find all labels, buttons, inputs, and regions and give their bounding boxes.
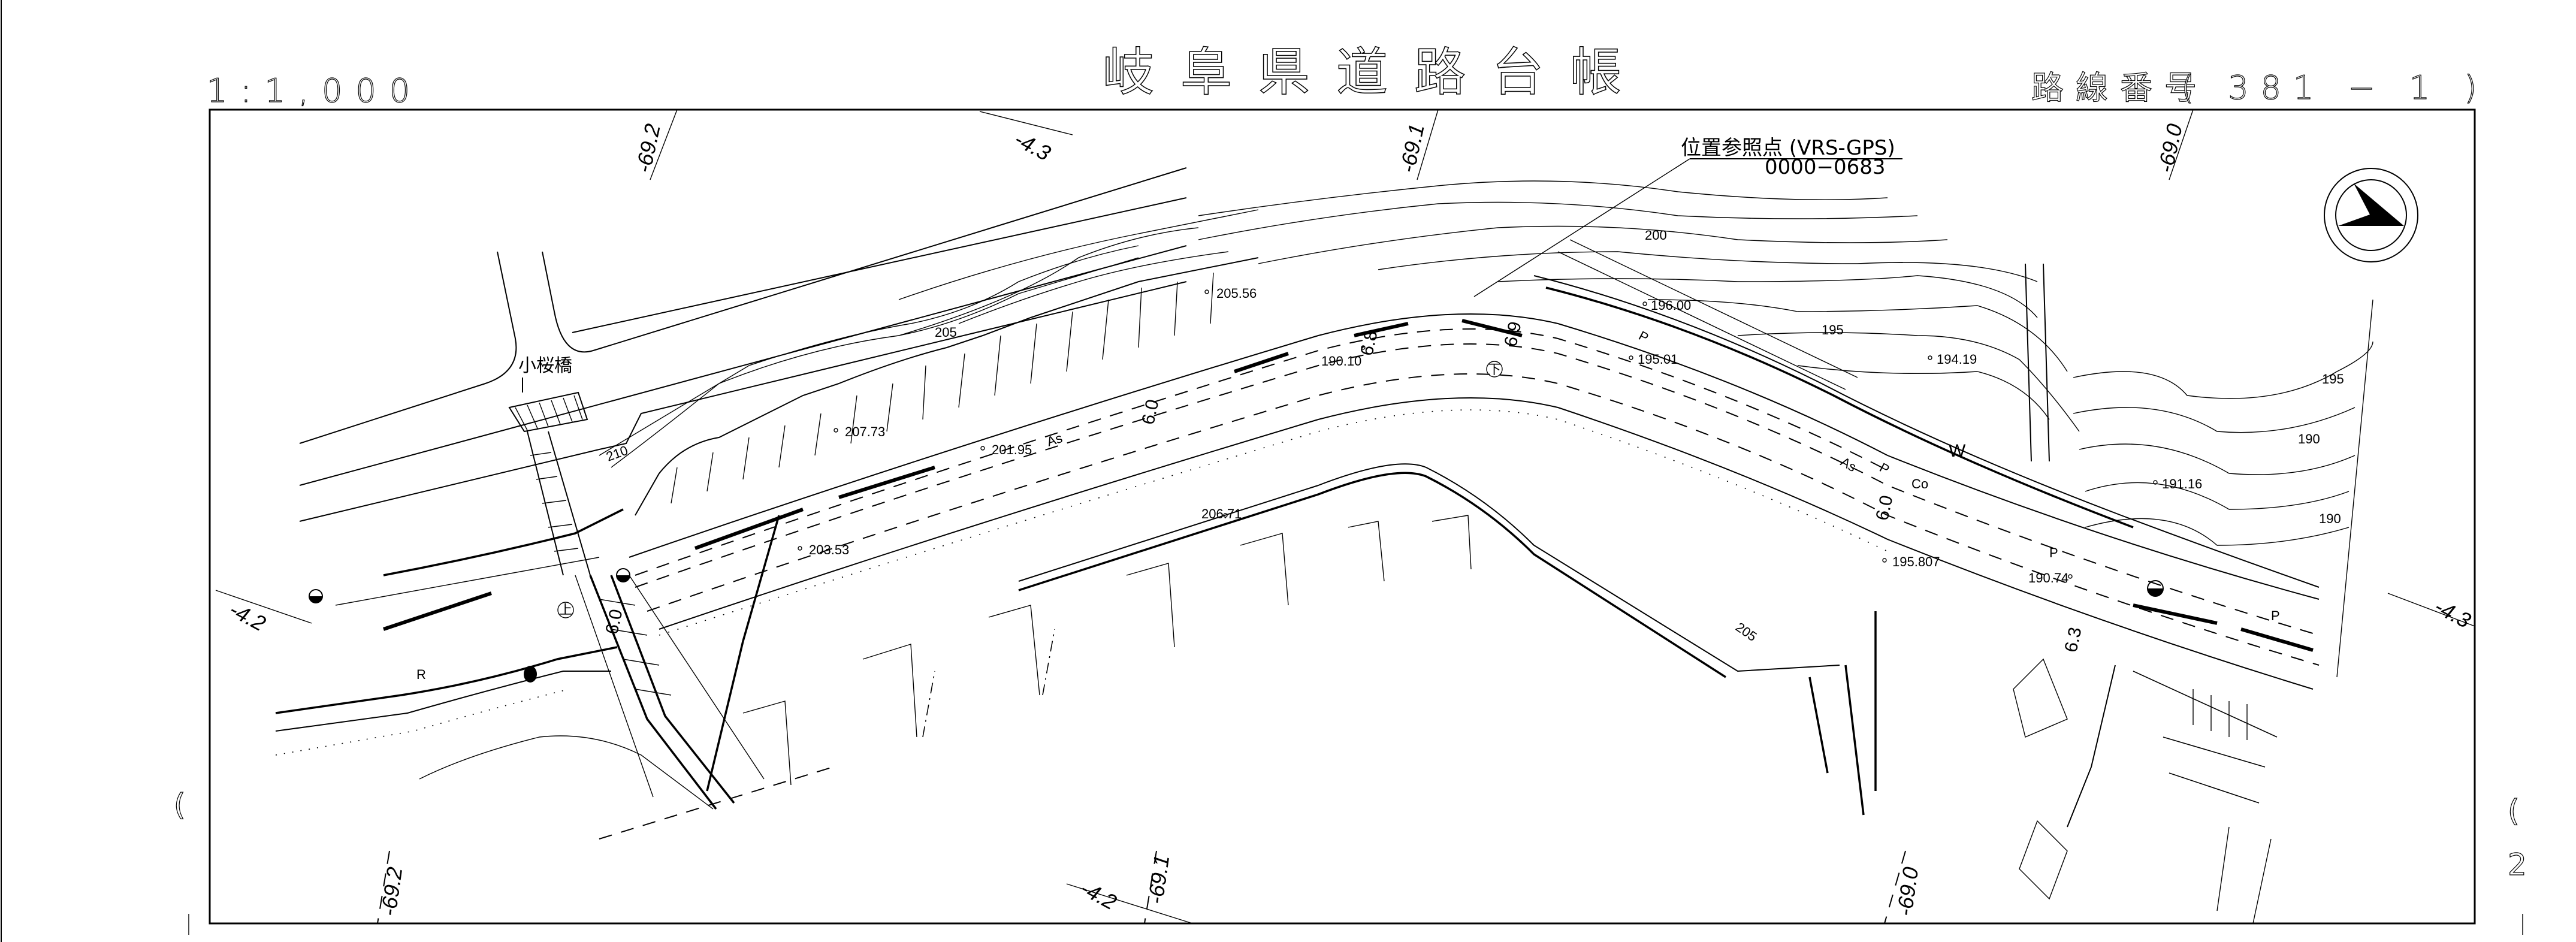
margin-mark-left: ( [174,787,186,822]
route-number-label: 路線番号 [2031,69,2209,107]
surface-code-r: R [416,667,426,682]
ditch-line [706,515,780,792]
down-mark-icon: 下 [1486,361,1503,378]
surface-code-as: As [1838,454,1859,475]
road-width-1: 6.0 [1138,398,1163,427]
up-mark-icon: 上 [557,602,574,618]
contour-label-195: 195 [1822,322,1844,337]
station-bottom-4: -69.0 [1892,865,1923,917]
slope-left [635,257,1259,516]
station-top-3: -69.1 [1395,122,1429,175]
right-lower-structures [2067,665,2278,924]
map-title: 岐阜県道路台帳 [1103,43,1648,102]
spot-heights: 205.56 207.73 201.95 190.10 196.00 195.0… [798,286,2202,585]
spot-height: 191.16 [2162,476,2202,491]
station-lines [215,109,2475,924]
spot-height: 194.19 [1937,352,1977,367]
manhole-icon [2147,580,2164,597]
up-mark-label: 上 [559,602,572,617]
bridge-name: 小桜橋 [518,356,572,376]
spot-height: 190.74 [2028,570,2068,585]
down-mark-label: 下 [1488,362,1501,377]
buildings [742,515,2068,900]
station-top-1: -69.2 [631,122,665,175]
station-bottom-1: -69.2 [376,865,407,917]
spot-height: 201.95 [992,442,1032,457]
surface-code-p: P [1877,460,1892,477]
margin-number-right: 2 [2508,847,2527,882]
reference-point-label: 位置参照点 (VRS-GPS) [1681,136,1895,160]
contour-label-210: 210 [604,443,630,464]
reference-point-code: 0000−0683 [1765,155,1886,179]
offset-left: -4.2 [225,597,270,636]
contours-upper [599,180,2373,678]
surface-code-p: P [2049,545,2058,560]
spot-height: 207.73 [845,424,885,439]
spot-height: 195.01 [1638,352,1678,367]
station-bottom-3: -69.1 [1143,853,1174,905]
surface-code-co: Co [1911,476,1928,491]
tree-icon [524,666,537,683]
main-road [383,239,2320,690]
contour-label-205b: 205 [1733,620,1759,645]
upper-access-road [299,167,1187,522]
margin-mark-right: ( [2508,793,2520,828]
surface-code-p: P [2271,608,2280,623]
scale-label: 1:1,000 [207,72,423,110]
contour-label-190b: 190 [2319,511,2341,526]
spot-height: 196.00 [1651,298,1691,313]
surface-code-p: P [1636,328,1651,345]
station-top-2: -4.3 [1010,126,1055,165]
surface-code-w: W [1949,441,1966,461]
manhole-icon [616,568,630,582]
left-lower-road [275,508,833,840]
road-width-5: 6.3 [2061,626,2086,654]
spot-height: 206.71 [1201,506,1242,521]
spot-height: 195.807 [1892,554,1940,569]
surface-code-as: As [1045,430,1064,449]
bridge-koshakura: 小桜橋 [508,356,765,810]
spot-height: 203.53 [809,542,849,557]
station-top-4: -69.0 [2153,122,2187,175]
leader-line [1473,158,1690,297]
retaining-wall-south [1018,463,1877,816]
manhole-icon [309,589,323,603]
offset-right: -4.3 [2430,594,2475,633]
reference-point: 位置参照点 (VRS-GPS) 0000−0683 [1473,136,1902,297]
road-width-3: 6.9 [1501,320,1526,349]
route-number: ( 381 − 1 ) [2181,69,2489,107]
spot-height: 205.56 [1216,286,1257,301]
contour-label-205: 205 [935,325,957,340]
contour-label-200: 200 [1645,228,1667,243]
north-arrow-icon [2324,168,2418,262]
contour-label-195b: 195 [2322,372,2344,387]
map-frame [209,108,2476,925]
station-bottom-2: -4.2 [1076,875,1121,914]
spot-height: 190.10 [1321,354,1361,369]
contour-label-190: 190 [2298,431,2320,446]
